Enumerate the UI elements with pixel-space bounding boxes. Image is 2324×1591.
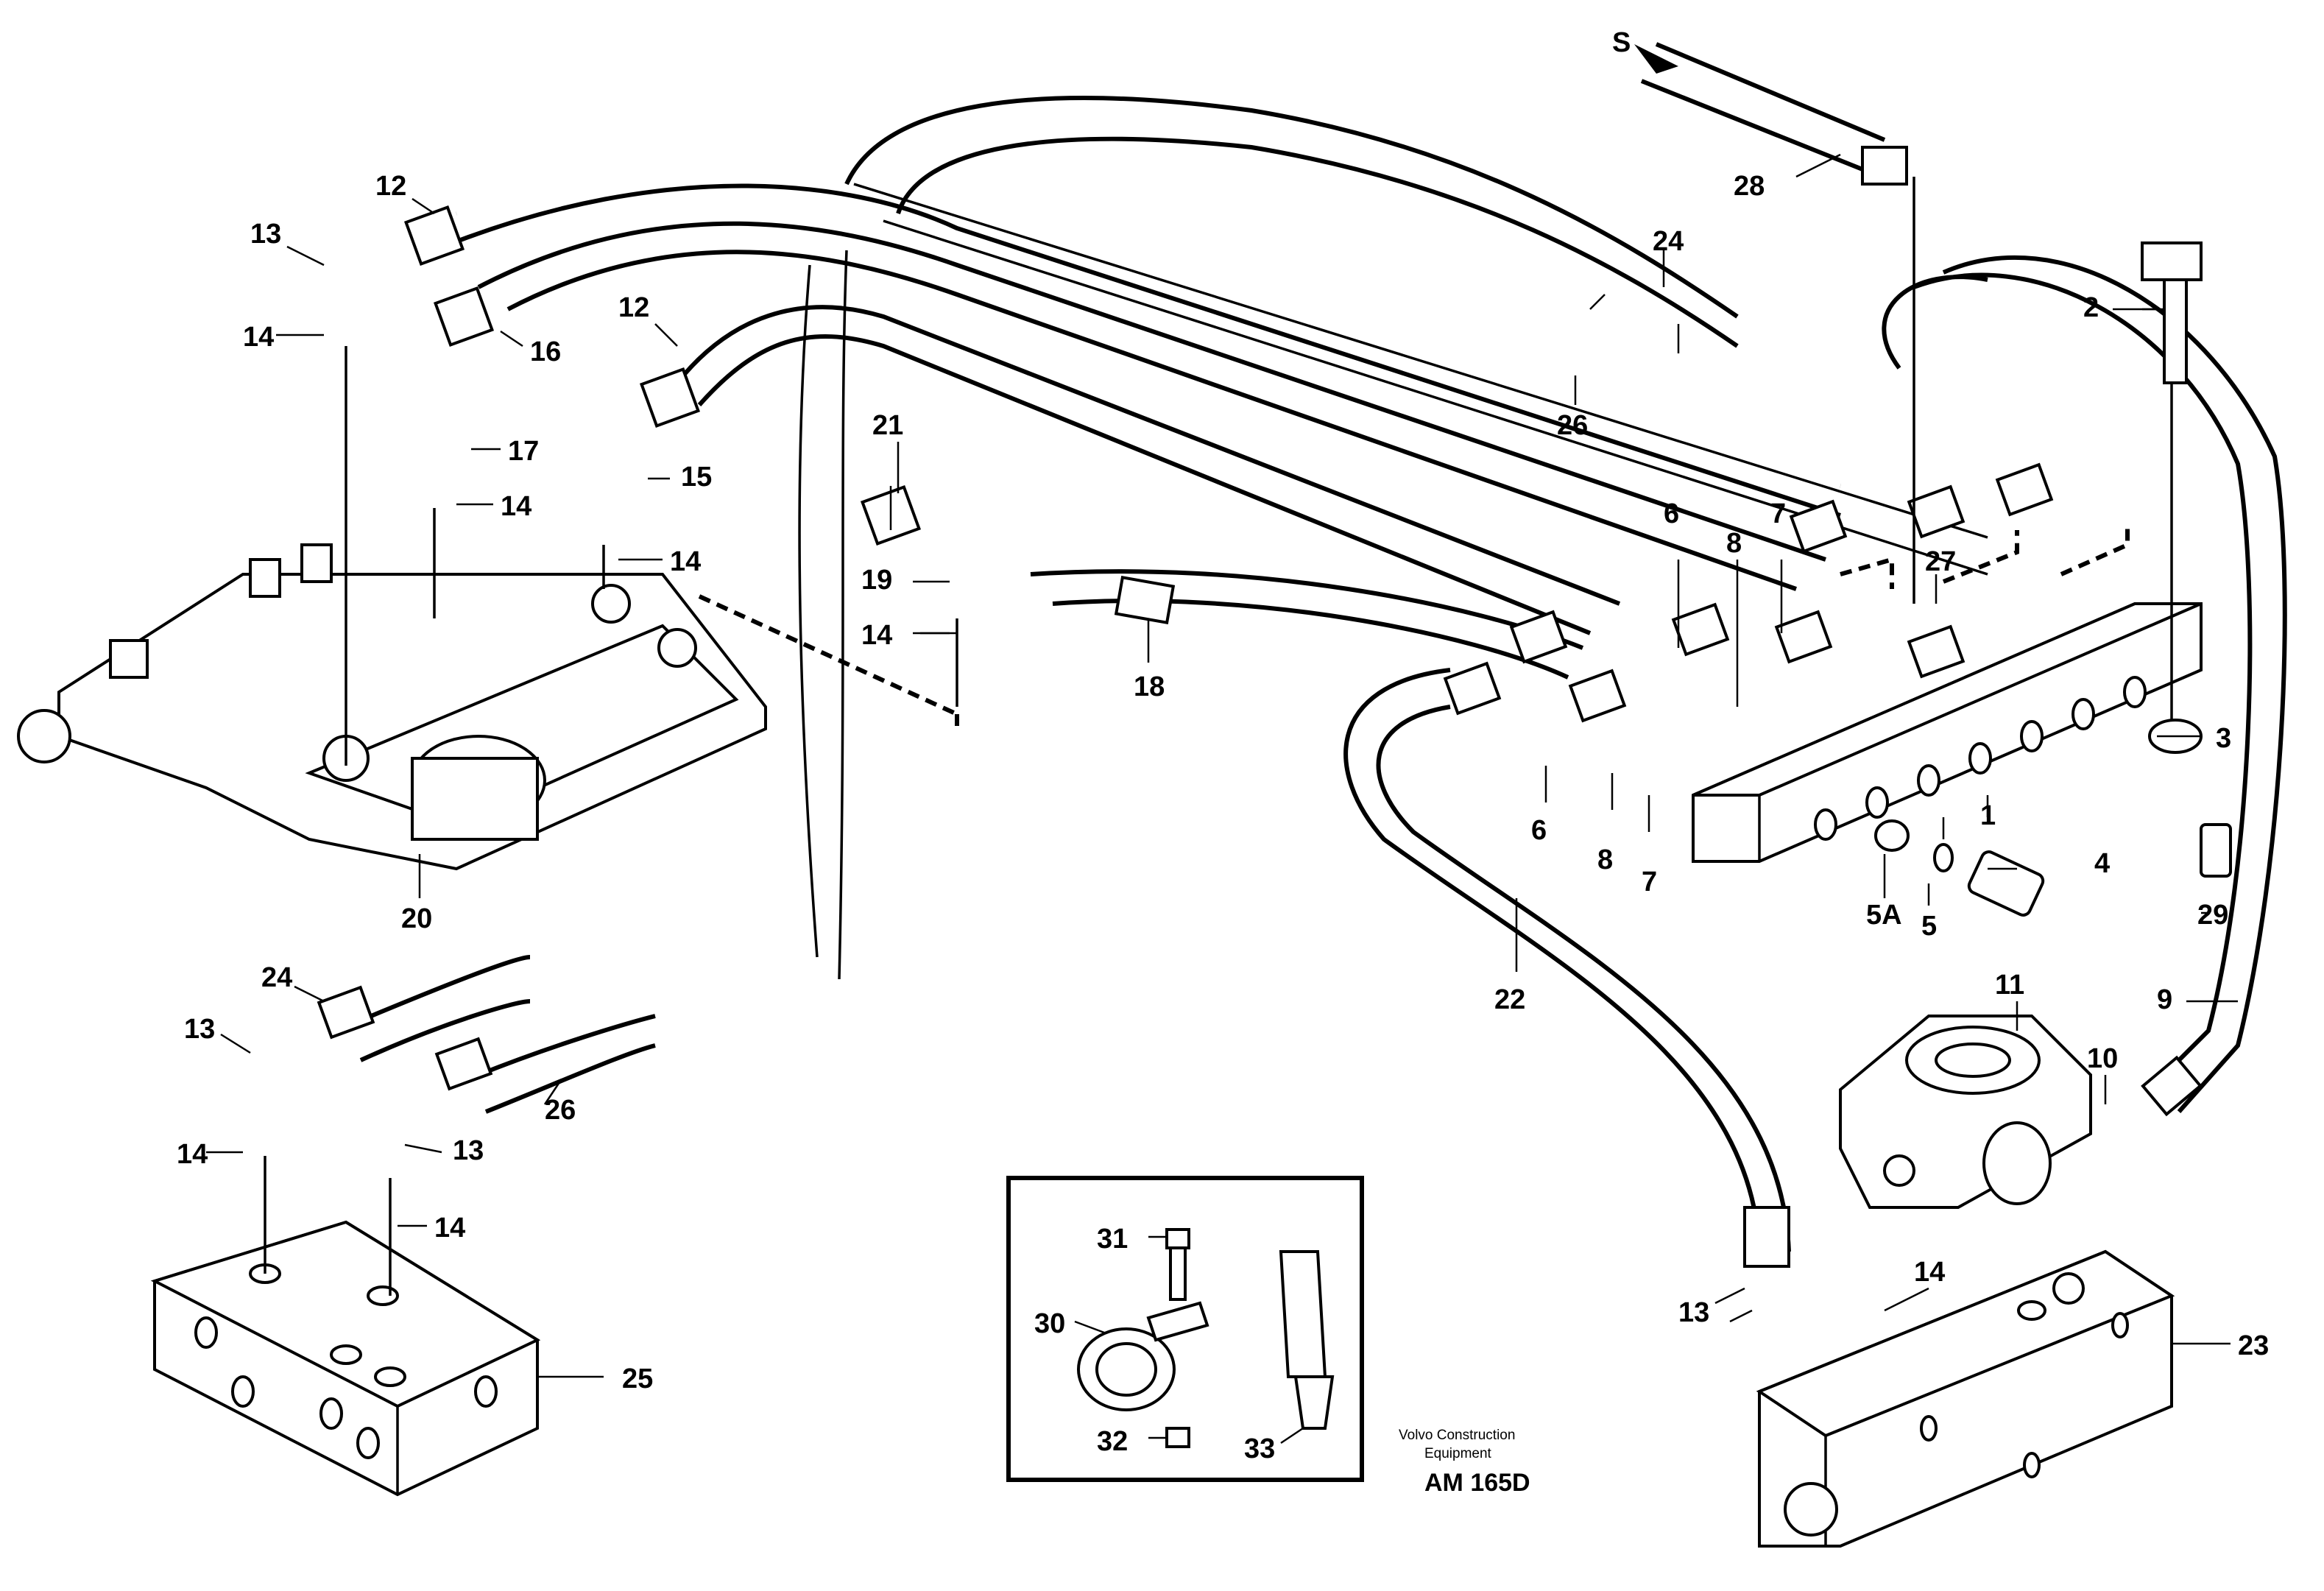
label-21: 21 bbox=[872, 410, 903, 441]
label-31: 31 bbox=[1097, 1224, 1128, 1255]
label-28: 28 bbox=[1734, 171, 1765, 202]
label-14e: 14 bbox=[177, 1139, 208, 1170]
fittings bbox=[317, 146, 2232, 1268]
label-3: 3 bbox=[2216, 723, 2231, 754]
leader-lines bbox=[264, 177, 2238, 1378]
hose-group bbox=[352, 42, 2287, 1252]
label-23: 23 bbox=[2238, 1330, 2269, 1361]
label-11: 11 bbox=[1995, 970, 2024, 1001]
label-26b: 26 bbox=[545, 1095, 576, 1126]
label-14g: 14 bbox=[1914, 1257, 1945, 1288]
label-24b: 24 bbox=[261, 962, 292, 993]
drawing-code: AM 165D bbox=[1424, 1469, 1530, 1497]
label-6a: 6 bbox=[1664, 498, 1679, 529]
inset-clamp-detail bbox=[1006, 1176, 1364, 1482]
label-29: 29 bbox=[2197, 900, 2228, 931]
label-7a: 7 bbox=[1770, 498, 1786, 529]
label-25: 25 bbox=[622, 1364, 653, 1394]
part-labels: S 1 2 3 4 5 5A 6 6 7 7 8 8 9 10 11 12 12… bbox=[177, 27, 2269, 1464]
company-name-line2: Equipment bbox=[1424, 1446, 1492, 1461]
company-name-line1: Volvo Construction bbox=[1399, 1428, 1515, 1443]
valve-block-lower-left bbox=[150, 1220, 541, 1497]
label-4: 4 bbox=[2094, 848, 2110, 879]
label-14f: 14 bbox=[434, 1213, 465, 1243]
filter-head bbox=[1839, 1015, 2092, 1209]
label-5a: 5A bbox=[1866, 900, 1902, 931]
label-7b: 7 bbox=[1642, 867, 1657, 897]
label-24a: 24 bbox=[1653, 226, 1684, 257]
label-9: 9 bbox=[2157, 984, 2172, 1015]
label-5: 5 bbox=[1921, 911, 1937, 942]
valve-block-lower-right bbox=[1756, 1249, 2175, 1548]
label-32: 32 bbox=[1097, 1426, 1128, 1457]
label-14b: 14 bbox=[501, 491, 531, 522]
label-30: 30 bbox=[1034, 1308, 1065, 1339]
label-14a: 14 bbox=[243, 322, 274, 353]
label-2: 2 bbox=[2083, 292, 2099, 323]
label-19: 19 bbox=[861, 565, 892, 596]
drawing-caption: Volvo Construction Equipment AM 165D bbox=[1399, 1428, 1530, 1497]
label-12b: 12 bbox=[618, 292, 649, 323]
label-13d: 13 bbox=[1678, 1297, 1709, 1328]
control-valve bbox=[17, 543, 767, 871]
label-8a: 8 bbox=[1726, 528, 1742, 559]
label-leaders bbox=[206, 153, 2157, 1323]
label-27: 27 bbox=[1925, 546, 1956, 577]
label-16: 16 bbox=[530, 336, 561, 367]
label-1: 1 bbox=[1980, 800, 1996, 831]
label-10: 10 bbox=[2087, 1043, 2118, 1074]
label-12a: 12 bbox=[375, 171, 406, 202]
label-33: 33 bbox=[1244, 1433, 1275, 1464]
manifold-block bbox=[1692, 602, 2203, 863]
label-26a: 26 bbox=[1557, 410, 1588, 441]
direction-arrow bbox=[1634, 44, 1678, 74]
label-17: 17 bbox=[508, 436, 539, 467]
label-13b: 13 bbox=[184, 1014, 215, 1045]
label-22: 22 bbox=[1494, 984, 1525, 1015]
label-14d: 14 bbox=[861, 620, 892, 651]
label-13c: 13 bbox=[453, 1135, 484, 1166]
label-8b: 8 bbox=[1597, 844, 1613, 875]
label-15: 15 bbox=[681, 462, 712, 493]
label-13a: 13 bbox=[250, 219, 281, 250]
label-6b: 6 bbox=[1531, 815, 1547, 846]
label-18: 18 bbox=[1134, 671, 1165, 702]
label-s: S bbox=[1612, 27, 1631, 58]
label-20: 20 bbox=[401, 903, 432, 934]
label-14c: 14 bbox=[670, 546, 701, 577]
